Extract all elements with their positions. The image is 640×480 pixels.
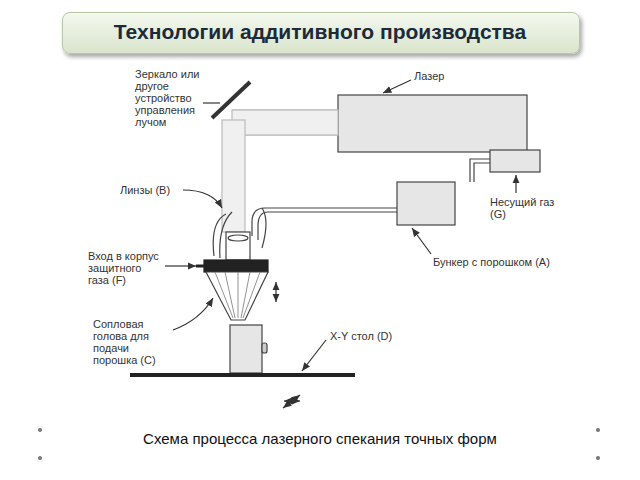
mirror-label: Зеркало или другое устройство управления… xyxy=(135,68,201,128)
table-label: X-Y стол (D) xyxy=(330,330,410,342)
laser-label: Лазер xyxy=(414,70,494,82)
lens-label: Линзы (B) xyxy=(120,184,182,196)
slide-title: Технологии аддитивного производства xyxy=(62,12,578,52)
figure-caption: Схема процесса лазерного спекания точных… xyxy=(40,430,600,447)
hopper-label: Бункер с порошком (A) xyxy=(433,256,563,268)
carrier-gas-label: Несущий газ (G) xyxy=(490,196,570,220)
shield-gas-label: Вход в корпус защитного газа (F) xyxy=(88,250,164,286)
nozzle-label: Сопловая голова для подачи порошка (C) xyxy=(93,318,171,366)
